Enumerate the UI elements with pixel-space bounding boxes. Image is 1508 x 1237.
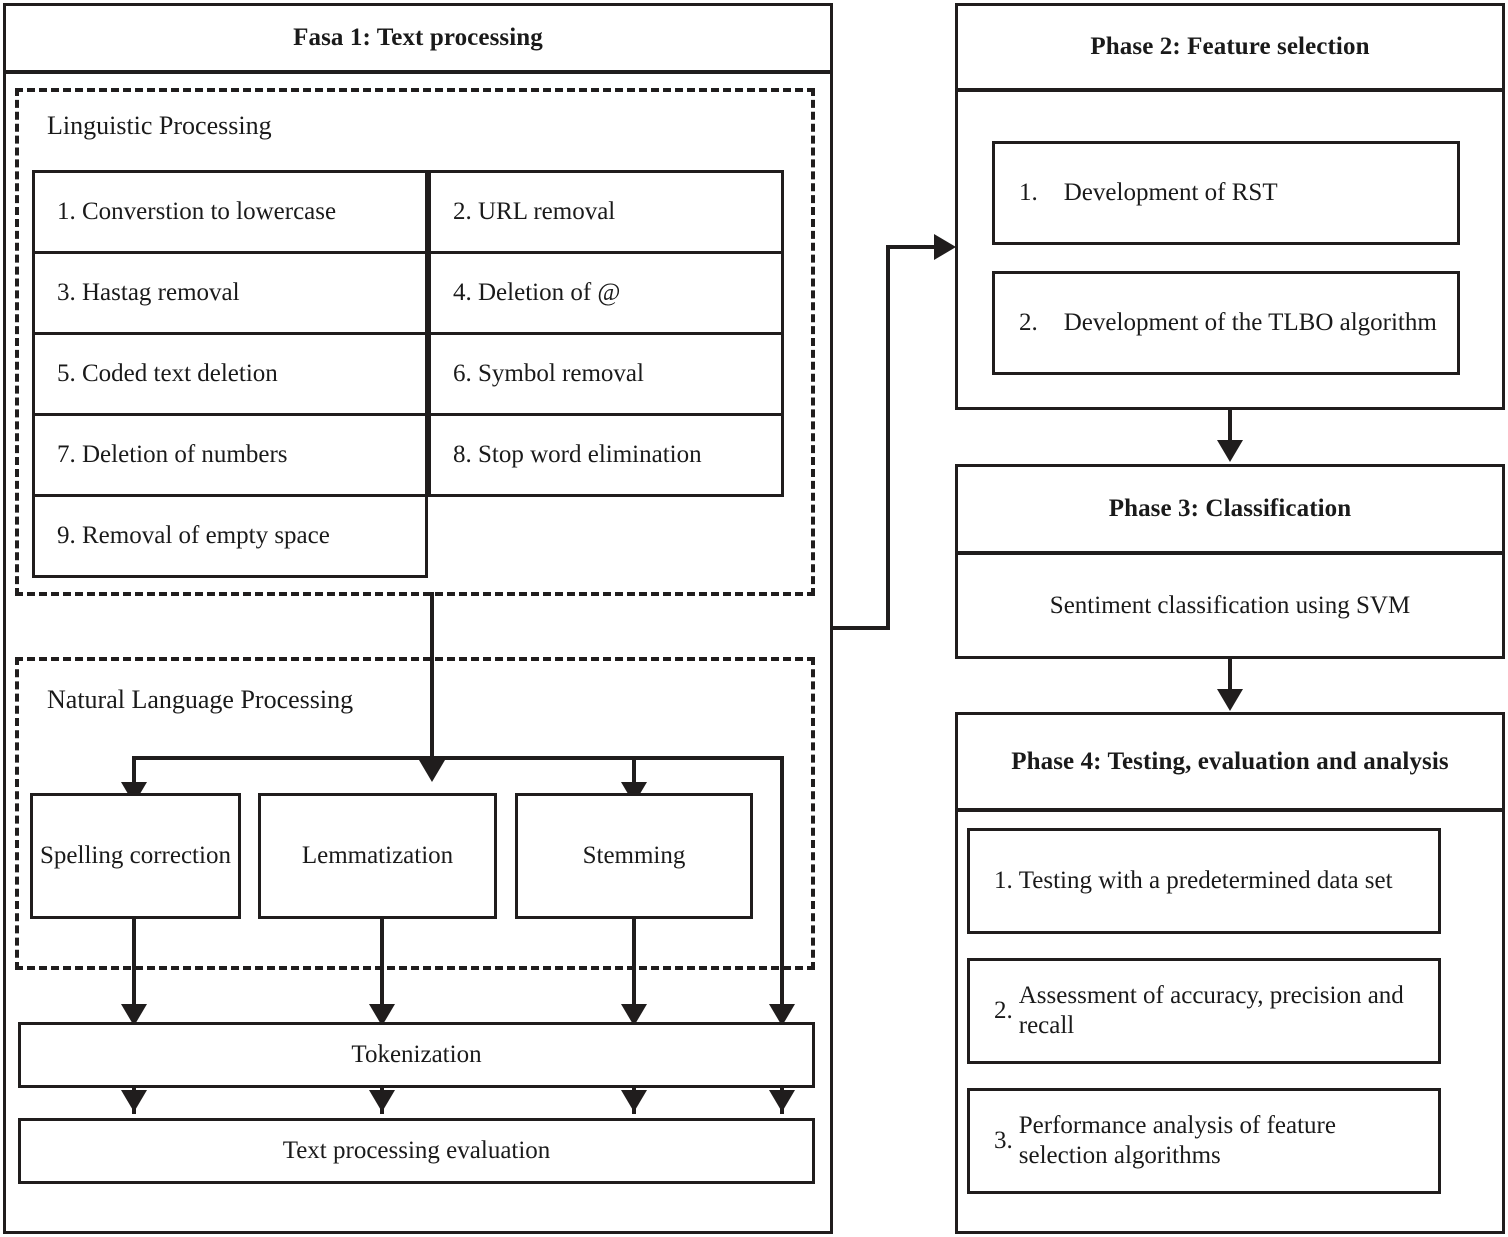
connector-tokenization-4-arrowhead (769, 1090, 795, 1112)
phase2-item-2: 2. Development of the TLBO algorithm (992, 271, 1460, 375)
phase4-item-1-number: 1. (994, 867, 1013, 894)
phase2-item-1-number: 1. (1019, 179, 1038, 206)
nlp-label: Natural Language Processing (47, 685, 354, 714)
nlp-box-lemmatization: Lemmatization (258, 793, 497, 919)
nlp-box-stemming: Stemming (515, 793, 753, 919)
phase4-item-1-text: Testing with a predetermined data set (1018, 867, 1393, 894)
linguistic-item-8: 8. Stop word elimination (428, 413, 784, 497)
phase3-to-phase4-connector (1228, 659, 1232, 695)
phase1-title: Fasa 1: Text processing (293, 24, 543, 51)
phase4-item-3-number: 3. (994, 1127, 1013, 1154)
linguistic-item-6: 6. Symbol removal (428, 332, 784, 416)
linguistic-processing-label: Linguistic Processing (47, 111, 272, 140)
linguistic-items-table: 1. Converstion to lowercase 2. URL remov… (32, 170, 784, 584)
phase3-header-divider (958, 551, 1502, 555)
nlp-bypass-line (780, 756, 784, 1010)
phase3-to-phase4-arrowhead (1217, 689, 1243, 711)
connector-stemming-to-tokenization-arrowhead (621, 1004, 647, 1026)
connector-spelling-to-tokenization-arrowhead (121, 1004, 147, 1026)
phase4-item-3-text: Performance analysis of feature selectio… (1018, 1112, 1336, 1169)
linguistic-item-7: 7. Deletion of numbers (32, 413, 428, 497)
connector-spelling-to-tokenization (132, 919, 136, 1010)
linguistic-item-3: 3. Hastag removal (32, 251, 428, 335)
phase4-item-1: 1. Testing with a predetermined data set (967, 828, 1441, 934)
nlp-distribution-bar (132, 756, 784, 760)
nlp-bypass-arrowhead (769, 1004, 795, 1026)
phase2-item-2-text: Development of the TLBO algorithm (1063, 309, 1437, 336)
connector-linguistic-to-nlp (430, 592, 434, 758)
phase1-to-phase2-connector-bottom (833, 626, 890, 630)
phase2-item-2-number: 2. (1019, 309, 1038, 336)
text-processing-evaluation-box: Text processing evaluation (18, 1118, 815, 1184)
connector-tokenization-3-arrowhead (621, 1090, 647, 1112)
phase4-item-2: 2. Assessment of accuracy, precision and… (967, 958, 1441, 1064)
phase2-item-1-text: Development of RST (1063, 179, 1278, 206)
phase2-to-phase3-arrowhead (1217, 440, 1243, 462)
connector-tokenization-1-arrowhead (121, 1090, 147, 1112)
phase4-item-3: 3. Performance analysis of feature selec… (967, 1088, 1441, 1194)
nlp-group (15, 657, 815, 970)
connector-lemmatization-to-tokenization (380, 919, 384, 1010)
phase4-item-2-number: 2. (994, 997, 1013, 1024)
connector-tokenization-2-arrowhead (369, 1090, 395, 1112)
tokenization-box: Tokenization (18, 1022, 815, 1088)
nlp-branch-stemming-line (632, 756, 636, 784)
phase4-header-divider (958, 808, 1502, 812)
nlp-box-spelling-correction: Spelling correction (30, 793, 241, 919)
linguistic-item-2: 2. URL removal (428, 170, 784, 254)
nlp-branch-spelling-line (132, 756, 136, 784)
phase3-title: Phase 3: Classification (1108, 495, 1352, 522)
linguistic-item-4: 4. Deletion of @ (428, 251, 784, 335)
connector-stemming-to-tokenization (632, 919, 636, 1010)
phase2-header-divider (958, 88, 1502, 92)
phase3-container (955, 464, 1505, 659)
phase1-to-phase2-arrowhead (934, 234, 956, 260)
phase1-header-divider (6, 70, 830, 74)
phase4-item-2-text: Assessment of accuracy, precision and re… (1018, 982, 1404, 1039)
phase2-title: Phase 2: Feature selection (1090, 33, 1370, 60)
phase3-body: Sentiment classification using SVM (1049, 591, 1411, 619)
linguistic-processing-group (15, 88, 815, 596)
connector-linguistic-to-nlp-arrowhead (419, 760, 445, 782)
connector-lemmatization-to-tokenization-arrowhead (369, 1004, 395, 1026)
linguistic-item-1: 1. Converstion to lowercase (32, 170, 428, 254)
phase1-to-phase2-connector-riser (886, 245, 890, 630)
phase4-title: Phase 4: Testing, evaluation and analysi… (1011, 748, 1449, 776)
linguistic-item-5: 5. Coded text deletion (32, 332, 428, 416)
linguistic-item-9: 9. Removal of empty space (32, 494, 428, 578)
phase1-to-phase2-connector-top (886, 245, 936, 249)
phase2-to-phase3-connector (1228, 410, 1232, 446)
phase2-item-1: 1. Development of RST (992, 141, 1460, 245)
